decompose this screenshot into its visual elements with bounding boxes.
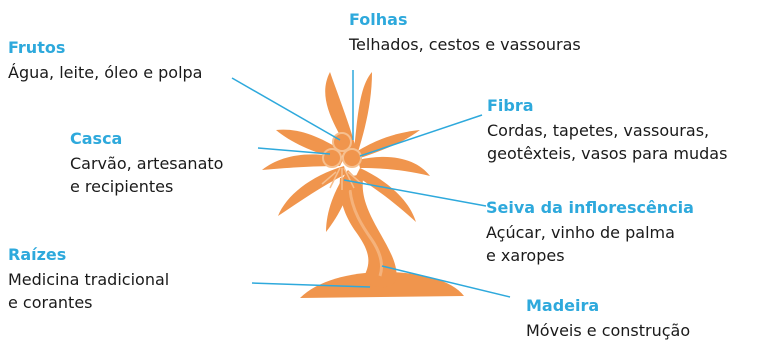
palm-fronds (262, 72, 430, 232)
label-casca-desc-line2: e recipientes (70, 177, 174, 196)
inflorescence (321, 167, 363, 190)
label-fibra-title: Fibra (487, 96, 534, 115)
label-seiva-title: Seiva da inflorescência (486, 198, 694, 217)
label-frutos: Frutos Água, leite, óleo e polpa (8, 38, 202, 84)
leader-lines (231, 70, 511, 298)
label-fibra-desc-line1: Cordas, tapetes, vassouras, (487, 121, 710, 140)
trunk-highlight (348, 189, 384, 277)
palm-trunk (339, 174, 397, 288)
label-seiva-desc-line1: Açúcar, vinho de palma (486, 223, 675, 242)
label-folhas: Folhas Telhados, cestos e vassouras (349, 10, 581, 56)
leader-line-fibra (359, 114, 483, 157)
label-madeira: Madeira Móveis e construção (526, 296, 690, 342)
label-frutos-desc: Água, leite, óleo e polpa (8, 63, 203, 82)
label-folhas-desc: Telhados, cestos e vassouras (349, 35, 581, 54)
label-raizes-title: Raízes (8, 245, 67, 264)
leader-line-madeira (381, 265, 511, 298)
leader-line-seiva (343, 179, 487, 207)
label-fibra-desc-line2: geotêxteis, vasos para mudas (487, 144, 728, 163)
leader-line-frutos (231, 77, 341, 141)
leader-line-casca (257, 147, 331, 155)
label-seiva-desc-line2: e xaropes (486, 246, 565, 265)
label-fibra: Fibra Cordas, tapetes, vassouras, geotêx… (487, 96, 727, 165)
label-seiva: Seiva da inflorescência Açúcar, vinho de… (486, 198, 694, 267)
label-madeira-desc: Móveis e construção (526, 321, 691, 340)
leader-line-raizes (251, 282, 371, 288)
label-raizes-desc-line2: e corantes (8, 293, 93, 312)
label-raizes: Raízes Medicina tradicional e corantes (8, 245, 169, 314)
label-frutos-title: Frutos (8, 38, 66, 57)
label-folhas-title: Folhas (349, 10, 408, 29)
label-raizes-desc-line1: Medicina tradicional (8, 270, 170, 289)
label-casca: Casca Carvão, artesanato e recipientes (70, 129, 223, 198)
label-casca-title: Casca (70, 129, 123, 148)
label-madeira-title: Madeira (526, 296, 600, 315)
label-casca-desc-line1: Carvão, artesanato (70, 154, 224, 173)
